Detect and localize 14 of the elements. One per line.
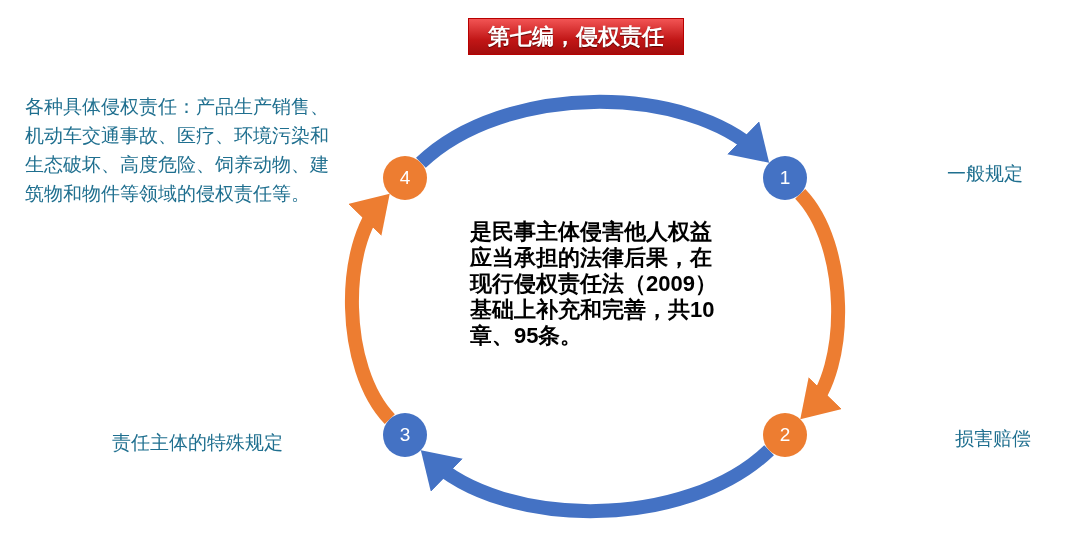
curved-arrow xyxy=(416,94,770,169)
step-number-circle: 4 xyxy=(383,156,427,200)
step-number-circle: 2 xyxy=(763,413,807,457)
step-label: 损害赔偿 xyxy=(955,426,1032,451)
step-label: 一般规定 xyxy=(947,161,1024,186)
summary-text: 是民事主体侵害他人权益应当承担的法律后果，在现行侵权责任法（2009）基础上补充和完善，共10章、95条。 xyxy=(470,219,718,349)
step-number-circle: 3 xyxy=(383,413,427,457)
curved-arrow xyxy=(420,444,774,519)
step-number-circle: 1 xyxy=(763,156,807,200)
description-text: 各种具体侵权责任：产品生产销售、机动车交通事故、医疗、环境污染和生态破坏、高度危险、饲养动物、建筑物和物件等领域的侵权责任等。 xyxy=(25,94,330,206)
title-banner: 第七编，侵权责任 xyxy=(468,18,684,55)
curved-arrow xyxy=(345,192,396,424)
step-label: 责任主体的特殊规定 xyxy=(112,430,284,455)
curved-arrow xyxy=(794,189,846,421)
